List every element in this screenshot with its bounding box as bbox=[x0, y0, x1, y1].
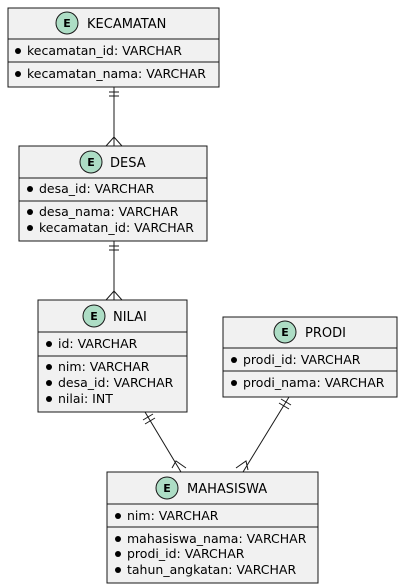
entity-nilai[interactable]: E NILAI id: VARCHAR nim: VARCHAR desa_id… bbox=[37, 299, 188, 413]
field-attribute: desa_id: VARCHAR bbox=[58, 375, 174, 390]
entity-badge-icon bbox=[55, 11, 79, 35]
entity-kecamatan[interactable]: E KECAMATAN kecamatan_id: VARCHAR kecama… bbox=[7, 7, 220, 88]
field-attribute: kecamatan_nama: VARCHAR bbox=[27, 66, 206, 81]
field-attribute: desa_nama: VARCHAR bbox=[39, 204, 179, 219]
entity-title: DESA bbox=[110, 156, 146, 171]
entity-desa[interactable]: E DESA desa_id: VARCHAR desa_nama: VARCH… bbox=[18, 145, 208, 242]
entity-badge-icon bbox=[273, 320, 297, 344]
field-attribute: nilai: INT bbox=[58, 391, 113, 406]
field-attribute: prodi_id: VARCHAR bbox=[127, 546, 245, 561]
pk-bullet-icon bbox=[27, 186, 33, 192]
entity-badge-letter: E bbox=[281, 326, 289, 339]
field-attribute: tahun_angkatan: VARCHAR bbox=[127, 562, 296, 577]
entity-badge-letter: E bbox=[90, 310, 98, 323]
entity-badge-icon bbox=[79, 150, 103, 174]
pk-bullet-icon bbox=[231, 357, 237, 363]
field-bullet-icon bbox=[27, 209, 33, 215]
field-bullet-icon bbox=[15, 71, 21, 77]
entity-badge-icon bbox=[82, 304, 106, 328]
field-bullet-icon bbox=[46, 364, 52, 370]
entity-title: MAHASISWA bbox=[187, 482, 267, 497]
field-attribute: nim: VARCHAR bbox=[58, 359, 150, 374]
field-attribute: mahasiswa_nama: VARCHAR bbox=[127, 531, 307, 546]
entity-badge-icon bbox=[155, 476, 179, 500]
field-attribute: kecamatan_id: VARCHAR bbox=[39, 220, 194, 235]
entity-mahasiswa[interactable]: E MAHASISWA nim: VARCHAR mahasiswa_nama:… bbox=[106, 471, 319, 584]
field-bullet-icon bbox=[46, 396, 52, 402]
field-bullet-icon bbox=[231, 380, 237, 386]
field-bullet-icon bbox=[115, 567, 121, 573]
field-bullet-icon bbox=[115, 551, 121, 557]
entity-badge-letter: E bbox=[63, 17, 71, 30]
entity-badge-letter: E bbox=[87, 156, 95, 169]
relationship-kecamatan-desa bbox=[105, 87, 123, 147]
pk-bullet-icon bbox=[46, 341, 52, 347]
relationship-desa-nilai bbox=[105, 241, 123, 301]
pk-attribute: desa_id: VARCHAR bbox=[39, 181, 155, 196]
entity-title: KECAMATAN bbox=[87, 17, 166, 32]
field-bullet-icon bbox=[27, 225, 33, 231]
pk-attribute: id: VARCHAR bbox=[58, 336, 138, 351]
entity-prodi[interactable]: E PRODI prodi_id: VARCHAR prodi_nama: VA… bbox=[222, 316, 398, 398]
relationship-nilai-mahasiswa bbox=[142, 411, 187, 473]
relationship-prodi-mahasiswa bbox=[235, 396, 292, 473]
pk-bullet-icon bbox=[115, 513, 121, 519]
entity-badge-letter: E bbox=[163, 482, 171, 495]
field-bullet-icon bbox=[115, 536, 121, 542]
entity-title: PRODI bbox=[305, 326, 346, 341]
field-bullet-icon bbox=[46, 380, 52, 386]
field-attribute: prodi_nama: VARCHAR bbox=[243, 375, 385, 390]
pk-attribute: prodi_id: VARCHAR bbox=[243, 352, 361, 367]
entity-title: NILAI bbox=[113, 310, 147, 325]
pk-attribute: nim: VARCHAR bbox=[127, 508, 219, 523]
pk-attribute: kecamatan_id: VARCHAR bbox=[27, 43, 182, 58]
pk-bullet-icon bbox=[15, 48, 21, 54]
